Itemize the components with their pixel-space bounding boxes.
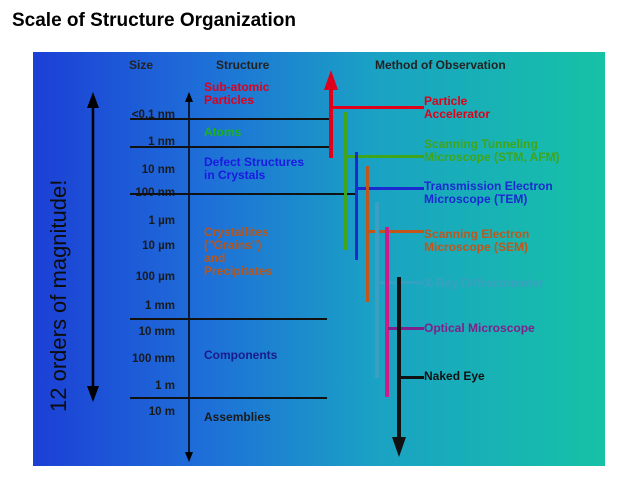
structure-divider [130,318,327,320]
xray-connector [378,281,424,284]
arrow-down-icon [392,437,406,457]
tem-range [355,152,358,260]
optical-range [385,227,389,397]
size-label: 10 m [148,406,175,418]
method-optical: Optical Microscope [424,321,535,335]
orders-arrow [87,92,99,402]
sem-range [366,166,369,302]
stm-connector [346,155,424,158]
structure-header: Structure [216,58,270,72]
particle-accelerator-range [329,88,333,158]
structure-atoms: Atoms [204,125,242,139]
size-label: 10 mm [138,326,175,338]
structure-divider [130,193,356,195]
size-label: 100 µm [135,271,175,283]
size-label: 10 nm [141,164,175,176]
naked-eye-connector [400,376,424,379]
method-naked-eye: Naked Eye [424,369,485,383]
structure-components: Components [204,348,278,362]
structure-divider [130,146,329,148]
size-label: 1 nm [148,136,175,148]
naked-eye-range [397,277,401,447]
xray-range [375,202,379,378]
structure-divider [130,397,327,399]
sem-connector [368,230,424,233]
size-header: Size [129,58,154,72]
size-label: 1 mm [144,300,175,312]
page-title: Scale of Structure Organization [12,10,296,31]
method-header: Method of Observation [375,58,506,72]
structure-assemblies: Assemblies [204,410,271,424]
diagram-panel: Size Structure Method of Observation 12 … [33,52,605,466]
structure-divider [130,118,329,120]
arrow-up-icon [324,70,338,90]
size-label: 10 µm [142,240,175,252]
optical-connector [388,327,424,330]
tem-connector [357,187,424,190]
size-label: 1 µm [148,215,175,227]
stm-range [344,112,347,250]
size-label: 1 m [155,380,175,392]
size-scale-arrow [185,92,193,462]
size-label: 100 mm [132,353,175,365]
method-xray: X-Ray Diffractometer [424,276,544,290]
orders-of-magnitude-label: 12 orders of magnitude! [46,179,71,412]
particle-accelerator-connector [331,106,424,109]
